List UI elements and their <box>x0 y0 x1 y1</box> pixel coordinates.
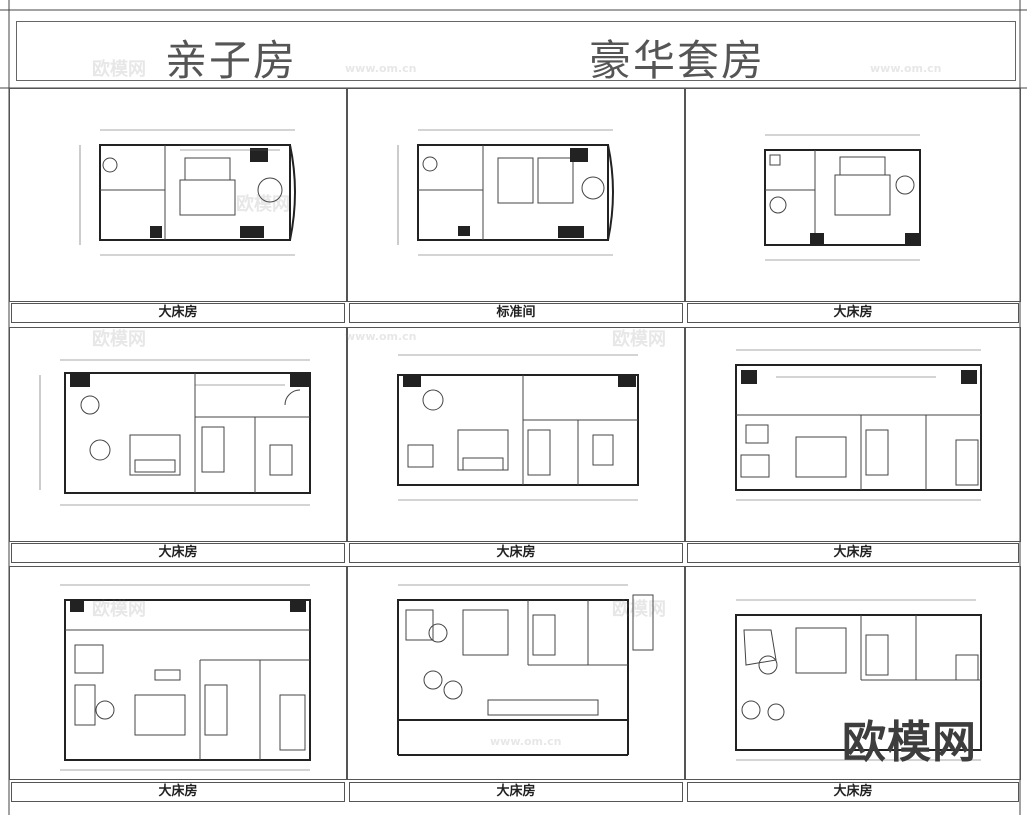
plan-panel-2 <box>347 88 685 302</box>
caption-6: 大床房 <box>687 543 1019 563</box>
plan-panel-1 <box>9 88 347 302</box>
floor-plan-3 <box>764 134 921 261</box>
caption-9: 大床房 <box>687 782 1019 802</box>
caption-5: 大床房 <box>349 543 683 563</box>
title-right: 豪华套房 <box>589 36 766 85</box>
plan-panel-8 <box>347 566 685 780</box>
caption-3: 大床房 <box>687 303 1019 323</box>
floor-plan-8 <box>397 584 654 756</box>
caption-8: 大床房 <box>349 782 683 802</box>
floor-plan-6 <box>735 349 982 501</box>
plan-panel-6 <box>685 327 1021 542</box>
caption-1: 大床房 <box>11 303 345 323</box>
floor-plan-5 <box>397 354 639 501</box>
plan-panel-9 <box>685 566 1021 780</box>
floor-plan-7 <box>60 584 311 771</box>
floor-plan-4 <box>39 359 311 506</box>
floor-plan-2 <box>397 129 614 256</box>
caption-7: 大床房 <box>11 782 345 802</box>
title-left: 亲子房 <box>165 36 298 85</box>
floor-plan-1 <box>79 129 296 256</box>
plan-panel-4 <box>9 327 347 542</box>
brand-logo: 欧模网 <box>842 717 977 768</box>
plan-panel-7 <box>9 566 347 780</box>
floor-plan-9 <box>735 599 982 761</box>
header-title-bar: 亲子房 豪华套房 <box>16 21 1016 85</box>
caption-4: 大床房 <box>11 543 345 563</box>
plan-panel-3 <box>685 88 1021 302</box>
plan-panel-5 <box>347 327 685 542</box>
caption-2: 标准间 <box>349 303 683 323</box>
